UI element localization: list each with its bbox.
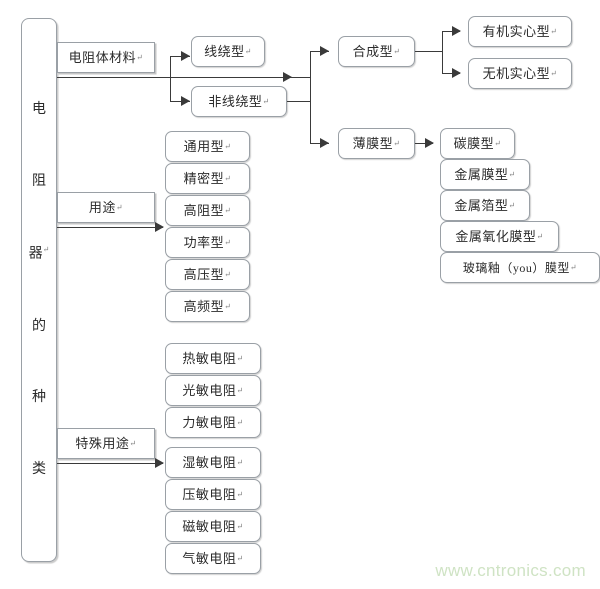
arrowhead-film-list (425, 138, 434, 148)
node-wirewound[interactable]: 线绕型↵ (191, 36, 265, 67)
node-precision-type[interactable]: 精密型↵ (165, 163, 250, 194)
node-label: 功率型 (183, 235, 225, 250)
arrowhead-material (283, 72, 292, 82)
node-thermistor[interactable]: 热敏电阻↵ (165, 343, 261, 374)
node-magneto-sensitive-resistor[interactable]: 磁敏电阻↵ (165, 511, 261, 542)
node-high-resistance-type[interactable]: 高阻型↵ (165, 195, 250, 226)
node-usage-criterion[interactable]: 用途↵ (57, 192, 155, 223)
root-char-2: 器↵ (28, 245, 50, 262)
connector-nonwirewound-out (287, 101, 311, 102)
node-gas-sensitive-resistor[interactable]: 气敏电阻↵ (165, 543, 261, 574)
node-label: 湿敏电阻 (182, 455, 237, 470)
connector-material-split-vertical (170, 56, 171, 102)
node-force-sensitive-resistor[interactable]: 力敏电阻↵ (165, 407, 261, 438)
node-label: 薄膜型 (352, 136, 394, 151)
arrowhead-nonwirewound (181, 96, 190, 106)
arrowhead-composite (320, 46, 329, 56)
node-non-wirewound[interactable]: 非线绕型↵ (191, 86, 287, 117)
connector-material-to-wirewound (170, 56, 190, 57)
root-char-4: 种 (32, 390, 46, 406)
node-organic-solid[interactable]: 有机实心型↵ (468, 16, 572, 47)
node-label: 金属膜型 (454, 167, 509, 182)
node-label: 磁敏电阻 (182, 519, 237, 534)
node-photoresistor[interactable]: 光敏电阻↵ (165, 375, 261, 406)
connector-composite-out (415, 51, 443, 52)
root-char-5: 类 (32, 462, 46, 478)
node-label: 气敏电阻 (182, 551, 237, 566)
node-label: 通用型 (183, 139, 225, 154)
arrowhead-inorganic-solid (452, 68, 461, 78)
node-inorganic-solid[interactable]: 无机实心型↵ (468, 58, 572, 89)
node-label: 高阻型 (183, 203, 225, 218)
connector-to-inorganic-solid (442, 73, 460, 74)
node-voltage-sensitive-resistor[interactable]: 压敏电阻↵ (165, 479, 261, 510)
arrowhead-film (320, 138, 329, 148)
node-high-voltage-type[interactable]: 高压型↵ (165, 259, 250, 290)
arrowhead-usage (155, 222, 164, 232)
node-glass-glaze-film[interactable]: 玻璃釉（you）膜型↵ (440, 252, 600, 283)
node-label: 高压型 (183, 267, 225, 282)
node-label: 压敏电阻 (182, 487, 237, 502)
connector-material-to-nonwirewound (170, 101, 190, 102)
node-label: 非线绕型 (208, 94, 263, 109)
arrowhead-organic-solid (452, 26, 461, 36)
node-label: 高频型 (183, 299, 225, 314)
connector-to-organic-solid (442, 31, 460, 32)
node-composite[interactable]: 合成型↵ (338, 36, 415, 67)
node-label: 光敏电阻 (182, 383, 237, 398)
node-humidity-sensitive-resistor[interactable]: 湿敏电阻↵ (165, 447, 261, 478)
node-general-type[interactable]: 通用型↵ (165, 131, 250, 162)
arrowhead-wirewound (181, 51, 190, 61)
node-label: 用途 (88, 200, 116, 215)
node-label: 碳膜型 (453, 136, 495, 151)
node-label: 精密型 (183, 171, 225, 186)
connector-root-to-special (57, 463, 163, 464)
root-char-0: 电 (32, 101, 46, 117)
connector-root-to-material (57, 77, 310, 78)
connector-root-to-usage (57, 227, 163, 228)
node-film[interactable]: 薄膜型↵ (338, 128, 415, 159)
node-carbon-film[interactable]: 碳膜型↵ (440, 128, 515, 159)
node-metal-oxide-film[interactable]: 金属氧化膜型↵ (440, 221, 559, 252)
connector-composite-split-vertical (442, 31, 443, 73)
watermark-cntronics: www.cntronics.com (435, 561, 586, 580)
arrowhead-special (155, 458, 164, 468)
node-label: 有机实心型 (482, 24, 551, 39)
node-label: 线绕型 (204, 44, 245, 59)
root-char-3: 的 (32, 318, 46, 334)
node-label: 电阻体材料 (68, 50, 137, 65)
node-label: 金属箔型 (454, 198, 509, 213)
node-label: 热敏电阻 (182, 351, 237, 366)
node-metal-film[interactable]: 金属膜型↵ (440, 159, 530, 190)
node-label: 无机实心型 (482, 66, 551, 81)
connector-nonwirewound-split-vertical (310, 51, 311, 144)
node-metal-foil[interactable]: 金属箔型↵ (440, 190, 530, 221)
root-node-resistor-types: 电 阻 器↵ 的 种 类 (21, 18, 57, 562)
node-label: 合成型 (352, 44, 394, 59)
node-label: 金属氧化膜型 (455, 229, 537, 244)
node-label: 玻璃釉（you）膜型 (462, 260, 570, 275)
node-label: 特殊用途 (75, 436, 130, 451)
node-material-criterion[interactable]: 电阻体材料↵ (57, 42, 155, 73)
node-power-type[interactable]: 功率型↵ (165, 227, 250, 258)
connector-to-composite (310, 51, 329, 52)
node-label: 力敏电阻 (182, 415, 237, 430)
root-char-1: 阻 (32, 173, 46, 189)
node-special-usage-criterion[interactable]: 特殊用途↵ (57, 428, 155, 459)
node-high-frequency-type[interactable]: 高频型↵ (165, 291, 250, 322)
connector-to-film (310, 143, 329, 144)
connector-film-out (415, 143, 433, 144)
